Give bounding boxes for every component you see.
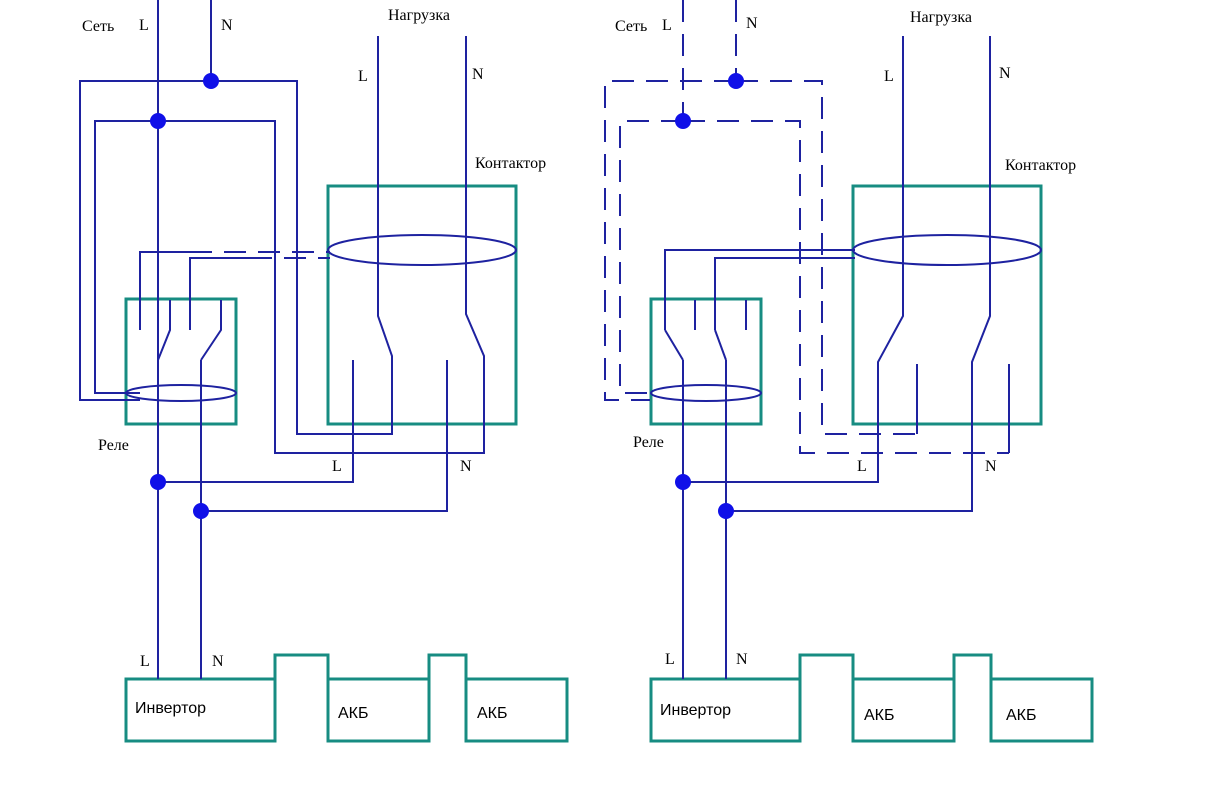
right-inv-N-label: N <box>736 651 748 668</box>
left-out-N-label: N <box>460 458 472 475</box>
left-mains-L-label: L <box>139 17 149 34</box>
left-L-to-contactor-N <box>158 36 485 454</box>
right-load-label: Нагрузка <box>910 9 972 26</box>
right-battery1-box <box>851 677 956 743</box>
left-battery-link-1 <box>273 653 330 679</box>
right-relay-coil-wire-b <box>714 257 855 330</box>
left-contactor-out-L <box>158 360 354 483</box>
left-diagram <box>79 0 569 743</box>
right-load-N-label: N <box>999 65 1011 82</box>
right-relay-switch-1 <box>664 329 684 361</box>
right-contactor-coil <box>852 234 1042 266</box>
left-junction-L-top <box>150 113 166 129</box>
left-inv-N-label: N <box>212 653 224 670</box>
left-relay-coil <box>125 384 237 402</box>
right-mains-N-label: N <box>746 15 758 32</box>
right-junction-L-out <box>675 474 691 490</box>
left-load-label: Нагрузка <box>388 7 450 24</box>
right-diagram <box>604 0 1094 743</box>
right-load-N-wire <box>726 36 991 512</box>
right-relay-coil <box>650 384 762 402</box>
right-relay-box <box>649 297 763 426</box>
right-contactor-label: Контактор <box>1005 157 1077 174</box>
left-battery-link-2 <box>427 653 468 679</box>
right-battery2-label: АКБ <box>1006 707 1037 724</box>
left-contactor-box <box>326 184 518 426</box>
left-battery2-box <box>464 677 569 743</box>
left-contactor-coil <box>327 234 517 266</box>
right-mains-label: Сеть <box>615 18 648 35</box>
left-battery2-label: АКБ <box>477 705 508 722</box>
right-battery-link-2 <box>952 653 993 679</box>
left-relay-coil-wire-a <box>139 251 190 330</box>
left-junction-L-out <box>150 474 166 490</box>
right-relay-coil-wire-a <box>664 249 855 330</box>
right-junction-L-top <box>675 113 691 129</box>
left-inverter-label: Инвертор <box>135 700 207 717</box>
left-inv-L-label: L <box>140 653 150 670</box>
left-relay-switch-2 <box>200 300 222 361</box>
right-load-L-label: L <box>884 68 894 85</box>
right-N-to-contactor <box>736 80 917 435</box>
right-inverter-label: Инвертор <box>660 702 732 719</box>
left-N-to-contactor-L <box>211 36 393 435</box>
right-L-to-contactor <box>683 120 1009 454</box>
left-out-L-label: L <box>332 458 342 475</box>
left-mains-N-label: N <box>221 17 233 34</box>
right-battery2-box <box>989 677 1094 743</box>
left-relay-coil-wire-b <box>189 257 250 330</box>
left-junction-N-out <box>193 503 209 519</box>
left-relay-box <box>124 297 238 426</box>
left-relay-switch-1 <box>157 300 171 361</box>
left-load-N-label: N <box>472 66 484 83</box>
left-load-L-label: L <box>358 68 368 85</box>
right-battery-link-1 <box>798 653 855 679</box>
right-mains-L-label: L <box>662 17 672 34</box>
left-battery1-label: АКБ <box>338 705 369 722</box>
right-contactor-box <box>851 184 1043 426</box>
right-L-to-relay-loop <box>619 120 683 394</box>
right-inv-L-label: L <box>665 651 675 668</box>
left-N-to-relay-loop <box>79 80 211 401</box>
left-mains-label: Сеть <box>82 18 115 35</box>
left-contactor-out-N <box>201 360 448 512</box>
right-relay-label: Реле <box>633 434 664 451</box>
right-out-N-label: N <box>985 458 997 475</box>
left-junction-N-top <box>203 73 219 89</box>
right-relay-switch-2 <box>714 329 727 361</box>
right-battery1-label: АКБ <box>864 707 895 724</box>
right-junction-N-top <box>728 73 744 89</box>
right-N-to-relay-loop <box>604 80 736 401</box>
left-contactor-label: Контактор <box>475 155 547 172</box>
right-out-L-label: L <box>857 458 867 475</box>
right-load-L-wire <box>683 36 904 483</box>
left-battery1-box <box>326 677 431 743</box>
right-junction-N-out <box>718 503 734 519</box>
left-L-to-relay-loop <box>94 120 158 394</box>
left-relay-label: Реле <box>98 437 129 454</box>
